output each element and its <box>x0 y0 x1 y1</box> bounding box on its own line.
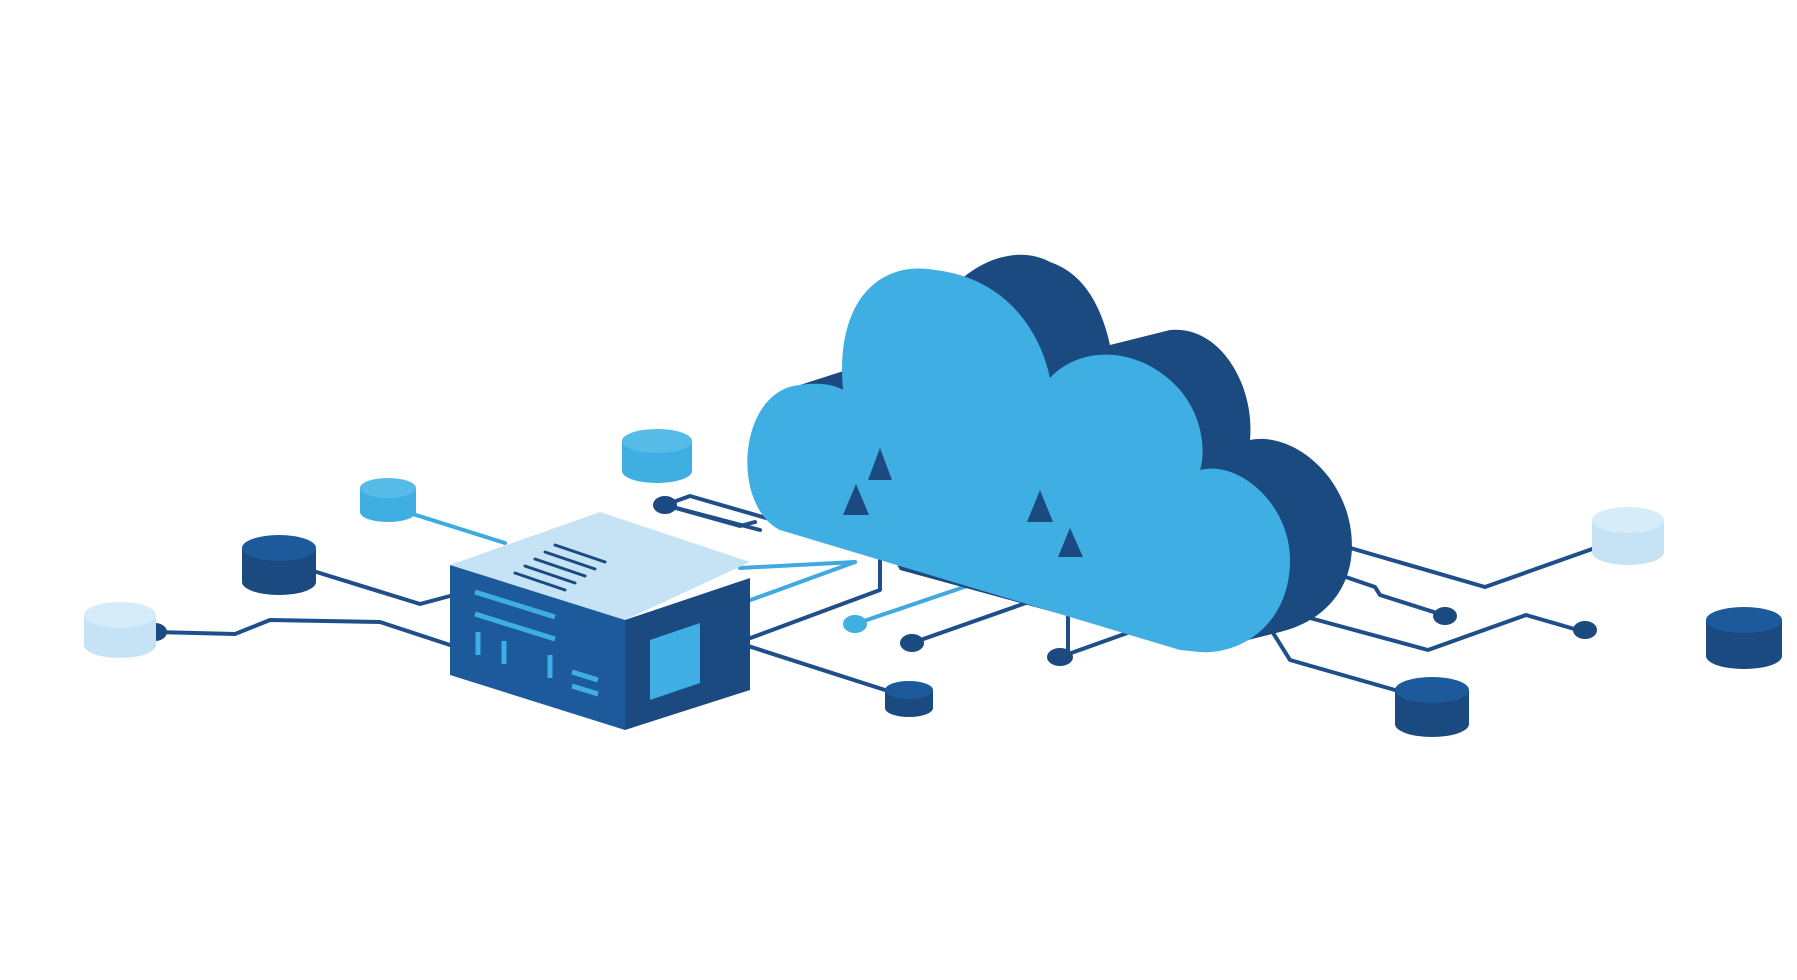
circuit-node-icon <box>1433 607 1457 625</box>
circuit-node-icon <box>1573 621 1597 639</box>
server-screen <box>650 623 700 700</box>
database-cylinder-icon <box>622 429 692 483</box>
wire <box>1308 613 1580 652</box>
upload-arrow-icon <box>1027 490 1053 522</box>
upload-arrow-icon <box>1058 528 1083 557</box>
wire <box>1338 573 1442 616</box>
server-top <box>450 512 750 620</box>
wire <box>153 618 452 647</box>
database-cylinder-icon <box>1592 507 1664 565</box>
database-cylinders <box>84 429 1782 737</box>
server-box-icon <box>450 512 750 730</box>
upload-arrow-icon <box>868 448 892 480</box>
wire <box>743 643 887 692</box>
database-cylinder-icon <box>360 478 416 522</box>
circuit-node-icon <box>653 496 677 514</box>
wire <box>738 560 857 570</box>
wire <box>398 508 507 545</box>
circuit-node-icon <box>843 615 867 633</box>
cloud-front <box>747 268 1290 653</box>
upload-arrows <box>843 448 1083 557</box>
circuit-node-icon <box>1047 648 1073 666</box>
wire <box>663 503 762 532</box>
server-panel <box>474 589 599 697</box>
database-cylinder-icon <box>84 602 156 658</box>
wire <box>1338 543 1597 589</box>
wire <box>308 568 452 606</box>
wire <box>743 560 857 604</box>
circuit-node-icon <box>900 634 924 652</box>
server-vent <box>513 543 607 592</box>
database-cylinder-icon <box>1706 607 1782 669</box>
database-cylinder-icon <box>885 681 933 717</box>
upload-arrow-icon <box>843 484 869 515</box>
wire <box>1058 630 1132 659</box>
wire <box>853 583 972 626</box>
cloud-icon <box>747 254 1352 653</box>
database-cylinder-icon <box>1395 677 1469 737</box>
database-cylinder-icon <box>242 535 316 595</box>
circuit-wires-right <box>1263 543 1597 692</box>
